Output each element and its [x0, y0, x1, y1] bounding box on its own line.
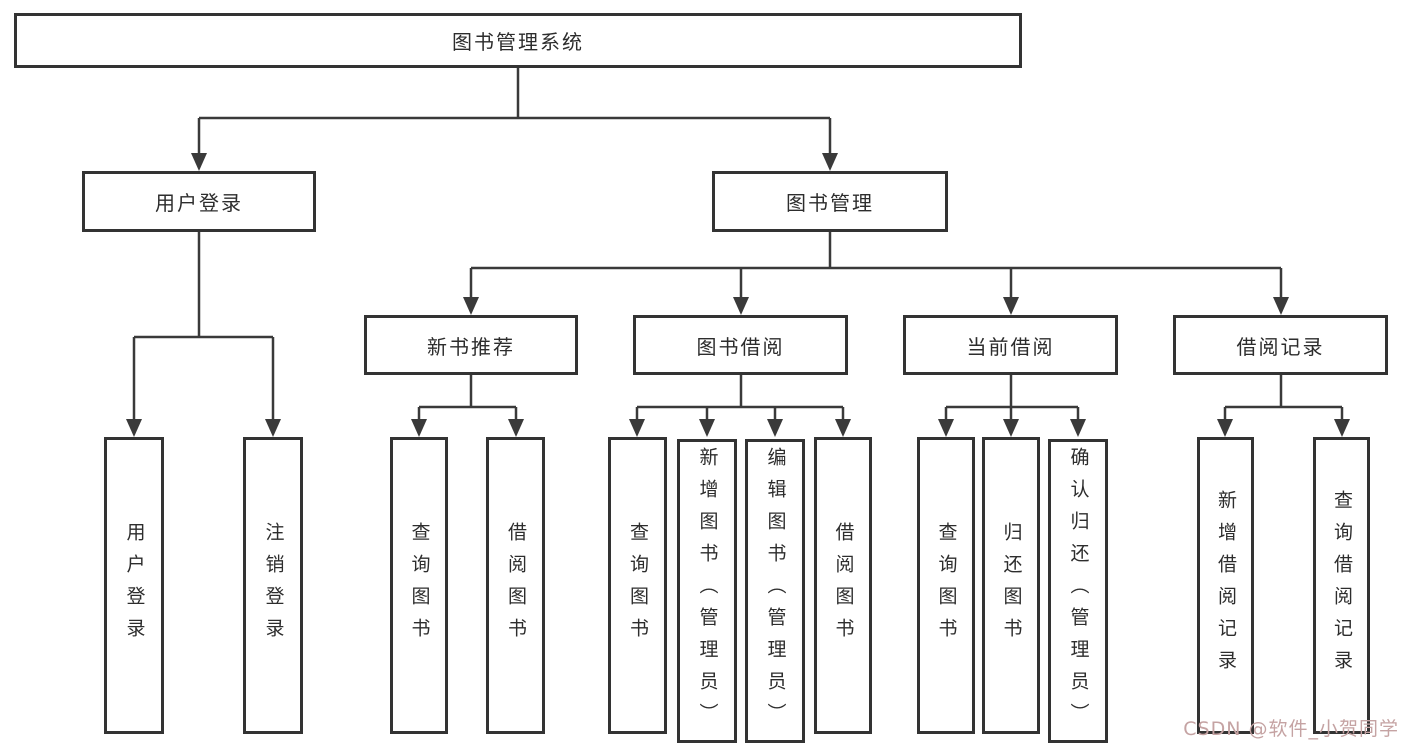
node-label: 编辑图书（管理员）	[764, 447, 787, 735]
leaf-query-borrow-record: 查询借阅记录	[1313, 437, 1370, 734]
node-label: 当前借阅	[966, 334, 1055, 359]
arrow-icon	[1217, 419, 1233, 437]
node-label: 借阅图书	[832, 521, 855, 650]
node-root-system: 图书管理系统	[14, 13, 1022, 68]
leaf-add-book-admin: 新增图书（管理员）	[677, 439, 737, 743]
leaf-query-books-1: 查询图书	[390, 437, 448, 734]
arrow-icon	[265, 419, 281, 437]
arrow-icon	[1003, 297, 1019, 315]
arrow-icon	[1003, 419, 1019, 437]
node-label: 图书管理系统	[452, 30, 584, 54]
arrow-icon	[699, 419, 715, 437]
arrow-icon	[411, 419, 427, 437]
node-new-book-recommend: 新书推荐	[364, 315, 578, 375]
arrow-icon	[1273, 297, 1289, 315]
arrow-icon	[835, 419, 851, 437]
leaf-add-borrow-record: 新增借阅记录	[1197, 437, 1254, 734]
node-label: 确认归还（管理员）	[1067, 447, 1090, 735]
arrow-icon	[191, 153, 207, 171]
node-label: 查询图书	[627, 521, 649, 650]
leaf-borrow-books-1: 借阅图书	[486, 437, 545, 734]
arrow-icon	[126, 419, 142, 437]
leaf-logout: 注销登录	[243, 437, 303, 734]
arrow-icon	[1070, 419, 1086, 437]
node-label: 借阅图书	[505, 521, 527, 650]
node-current-borrowing: 当前借阅	[903, 315, 1118, 375]
leaf-query-books-3: 查询图书	[917, 437, 975, 734]
arrow-icon	[1334, 419, 1350, 437]
node-label: 查询图书	[935, 521, 958, 650]
node-label: 用户登录	[123, 521, 146, 650]
leaf-borrow-books-2: 借阅图书	[814, 437, 872, 734]
watermark: CSDN @软件_小贺同学	[1183, 718, 1399, 740]
arrow-icon	[938, 419, 954, 437]
node-label: 归还图书	[1000, 521, 1023, 650]
node-label: 注销登录	[262, 521, 285, 650]
node-label: 新书推荐	[427, 334, 515, 359]
node-borrowing-records: 借阅记录	[1173, 315, 1388, 375]
node-label: 新增借阅记录	[1215, 489, 1237, 682]
node-book-borrowing: 图书借阅	[633, 315, 848, 375]
node-label: 新增图书（管理员）	[696, 447, 719, 735]
arrow-icon	[822, 153, 838, 171]
node-label: 查询借阅记录	[1331, 489, 1353, 682]
leaf-query-books-2: 查询图书	[608, 437, 667, 734]
node-label: 图书借阅	[696, 334, 785, 359]
node-label: 查询图书	[408, 521, 431, 650]
node-book-management: 图书管理	[712, 171, 948, 232]
node-label: 借阅记录	[1236, 334, 1325, 359]
arrow-icon	[463, 297, 479, 315]
arrow-icon	[767, 419, 783, 437]
node-label: 图书管理	[786, 191, 874, 215]
leaf-confirm-return-admin: 确认归还（管理员）	[1048, 439, 1108, 743]
arrow-icon	[508, 419, 524, 437]
leaf-edit-book-admin: 编辑图书（管理员）	[745, 439, 805, 743]
leaf-user-login: 用户登录	[104, 437, 164, 734]
arrow-icon	[629, 419, 645, 437]
node-user-login: 用户登录	[82, 171, 316, 232]
node-label: 用户登录	[155, 191, 243, 215]
arrow-icon	[733, 297, 749, 315]
leaf-return-book: 归还图书	[982, 437, 1040, 734]
